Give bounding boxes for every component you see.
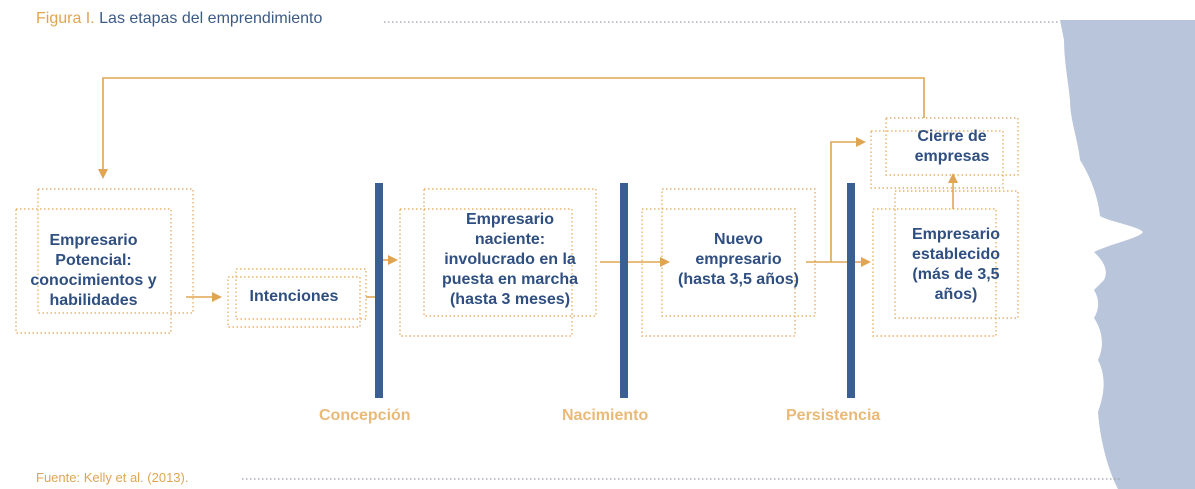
box-naciente-line: puesta en marcha: [441, 271, 579, 288]
box-potencial-line: Empresario: [49, 232, 138, 249]
stage-label-concepcion: Concepción: [319, 407, 411, 424]
box-potencial-line: conocimientos y: [30, 272, 157, 289]
box-cierre-line: Cierre de: [917, 127, 987, 145]
figure-source: Fuente: Kelly et al. (2013).: [36, 470, 189, 485]
figure-label: Figura I.: [36, 10, 95, 27]
box-potencial-line: habilidades: [49, 292, 138, 309]
box-nuevo-line: empresario: [695, 251, 782, 268]
stage-label-persistencia: Persistencia: [786, 407, 881, 424]
bar-nacimiento: [620, 183, 628, 398]
arrow-nuevo-cierre: [830, 137, 866, 262]
bar-concepcion: [375, 183, 383, 398]
box-cierre-text: Cierre de empresas: [886, 118, 1018, 175]
feedback-loop-arrow: [98, 77, 925, 179]
box-cierre-shape: [870, 117, 1019, 189]
box-establecido-line: establecido: [911, 246, 1000, 263]
box-establecido-text: Empresario establecido (más de 3,5 años): [886, 215, 1026, 315]
figure-title: Figura I. Las etapas del emprendimiento: [36, 10, 322, 28]
box-naciente-text: Empresario naciente: involucrado en la p…: [424, 200, 596, 320]
box-potencial-text: Empresario Potencial: conocimientos y ha…: [16, 209, 171, 333]
bar-persistencia: [847, 183, 855, 398]
box-naciente-line: involucrado en la: [444, 251, 576, 268]
box-establecido-line: Empresario: [911, 226, 1001, 243]
box-naciente-line: (hasta 3 meses): [449, 291, 571, 308]
box-intenciones-shape: [227, 268, 367, 328]
box-potencial-line: Potencial:: [55, 252, 132, 269]
box-naciente-line: Empresario: [465, 211, 555, 228]
box-potencial-shape: [15, 188, 194, 334]
box-naciente-shape: [399, 188, 597, 337]
box-establecido-shape: [872, 190, 1019, 337]
head-silhouette: [1060, 20, 1195, 489]
box-intenciones-line: Intenciones: [249, 288, 339, 305]
box-nuevo-line: Nuevo: [714, 231, 763, 248]
box-intenciones-text: Intenciones: [228, 277, 360, 317]
box-nuevo-shape: [641, 188, 816, 337]
box-naciente-line: naciente:: [474, 231, 546, 248]
stage-label-nacimiento: Nacimiento: [562, 407, 649, 424]
box-cierre-line: empresas: [914, 147, 990, 165]
box-nuevo-line: (hasta 3,5 años): [678, 271, 799, 288]
box-establecido-line: años): [934, 286, 978, 303]
figure-title-text: Las etapas del emprendimiento: [99, 10, 323, 27]
box-establecido-line: (más de 3,5: [912, 266, 1000, 283]
box-nuevo-text: Nuevo empresario (hasta 3,5 años): [662, 215, 815, 305]
